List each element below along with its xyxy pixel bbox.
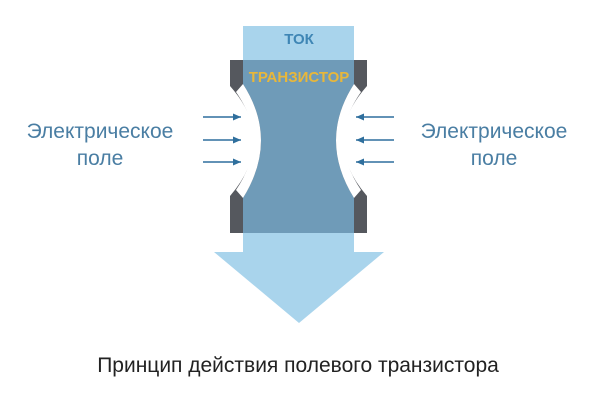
- current-flow-top: [243, 26, 354, 66]
- transistor-channel: [243, 60, 354, 235]
- diagram-caption: Принцип действия полевого транзистора: [97, 354, 499, 377]
- right-channel-edge: [336, 84, 361, 198]
- left-field-label-line2: поле: [77, 147, 124, 170]
- right-field-label-line1: Электрическое: [421, 120, 568, 143]
- left-channel-edge: [236, 84, 261, 198]
- current-flow-stem: [243, 233, 354, 253]
- current-flow-arrow: [214, 252, 384, 323]
- transistor-label: ТРАНЗИСТОР: [249, 69, 350, 86]
- current-label: ТОК: [284, 31, 314, 48]
- right-field-label-line2: поле: [471, 147, 518, 170]
- left-field-label-line1: Электрическое: [27, 120, 174, 143]
